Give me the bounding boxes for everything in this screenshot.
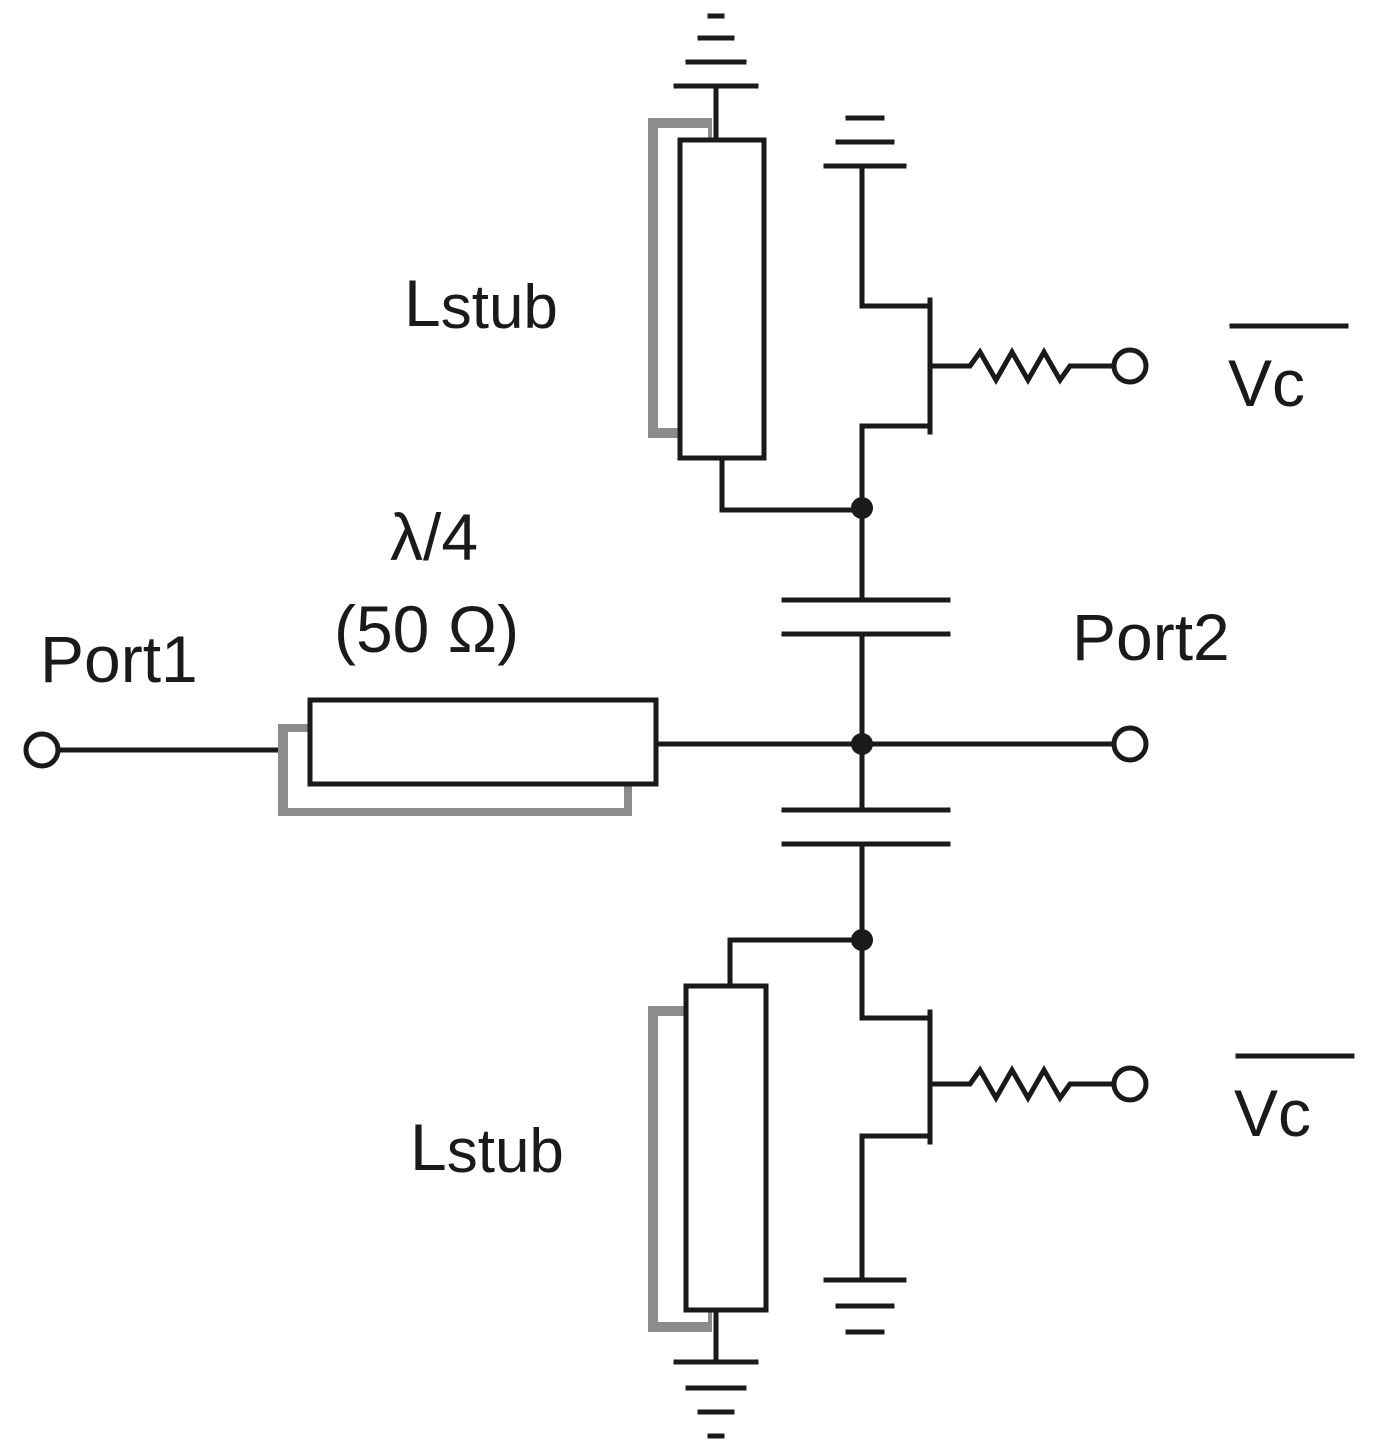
bottom-fet-switch xyxy=(859,937,963,1283)
stub-top-label: Lstub xyxy=(404,266,558,342)
resistor-icon xyxy=(957,346,1115,386)
port2-terminal xyxy=(1111,725,1149,763)
capacitor-icon xyxy=(781,597,951,637)
vc-bottom-terminal xyxy=(1111,1065,1149,1103)
top-fet-switch xyxy=(859,163,963,511)
bottom-stub-body xyxy=(683,983,769,1313)
vc-top-terminal xyxy=(1111,347,1149,385)
tline-length-label: λ/4 xyxy=(390,500,478,574)
top-stub xyxy=(648,83,767,461)
top-stub-body xyxy=(677,137,767,461)
capacitor-icon xyxy=(781,807,951,847)
quarter-wave-line xyxy=(278,697,659,816)
ground-icon xyxy=(673,1359,759,1439)
vc-top-label-group: Vc xyxy=(1228,323,1349,420)
ground-icon xyxy=(673,13,759,89)
vc-bottom-label: Vc xyxy=(1234,1076,1311,1150)
port1-terminal xyxy=(23,731,61,769)
port2-label: Port2 xyxy=(1072,600,1230,674)
resistor-icon xyxy=(957,1064,1115,1104)
vc-bottom-label-group: Vc xyxy=(1234,1053,1355,1150)
ground-icon xyxy=(823,115,907,169)
vc-top-label: Vc xyxy=(1228,346,1305,420)
stub-bottom-label: Lstub xyxy=(410,1110,564,1186)
tline-impedance-label: (50 Ω) xyxy=(334,592,519,666)
ground-icon xyxy=(823,1277,907,1335)
junction-dot xyxy=(851,733,873,755)
port1-label: Port1 xyxy=(40,622,198,696)
bottom-stub xyxy=(648,983,769,1365)
